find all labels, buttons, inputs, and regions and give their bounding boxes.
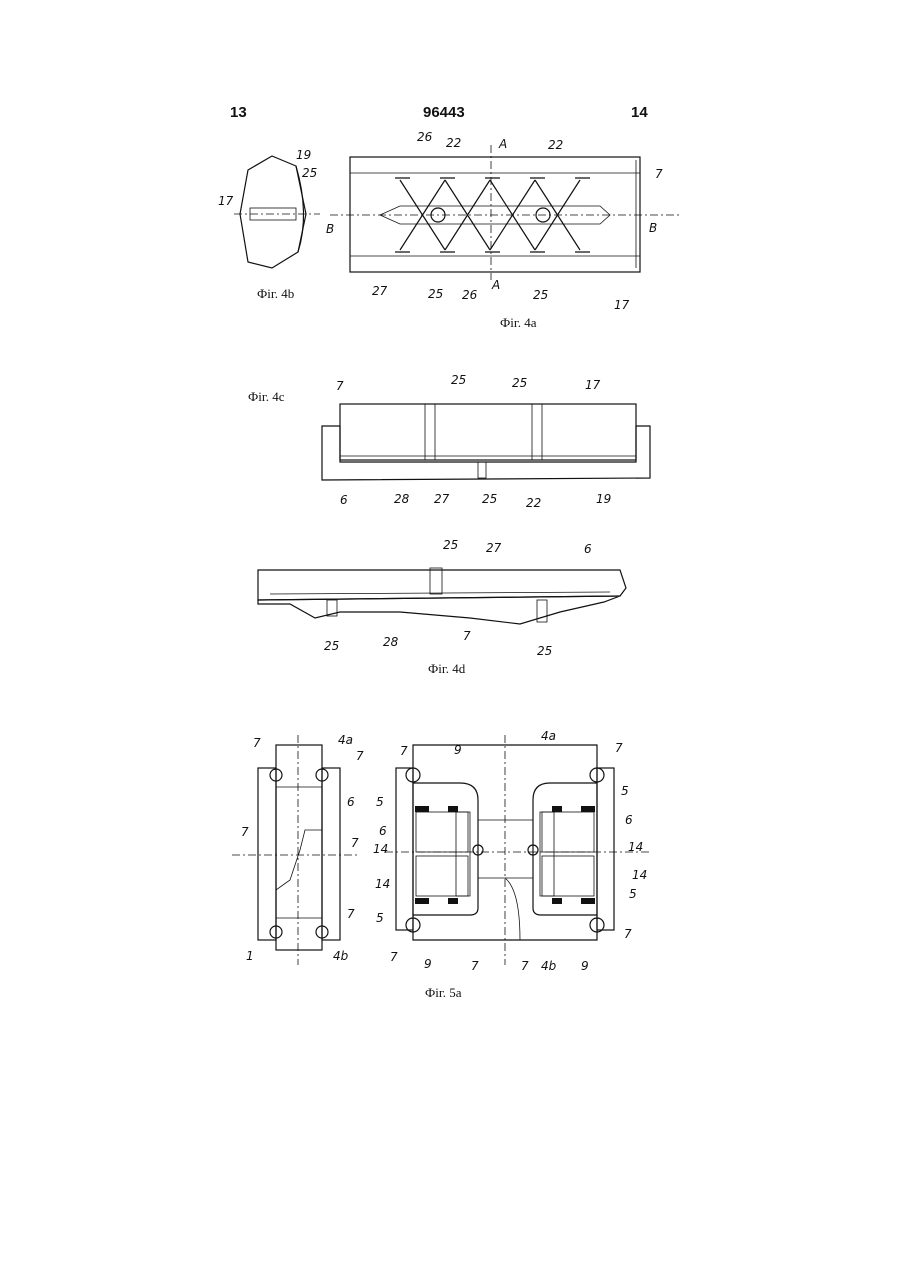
fig5a-left-label-7-ml: 7 <box>241 825 249 839</box>
fig5a-left-label-7-tl: 7 <box>253 736 261 750</box>
fig5a-right-label-5-tl: 5 <box>376 795 384 809</box>
figure-4a <box>330 145 680 280</box>
fig5a-right-label-14-ml: 14 <box>373 842 388 856</box>
fig5a-right-label-6-left: 6 <box>379 824 387 838</box>
caption-fig4a: Фіг. 4а <box>500 315 537 331</box>
fig5a-right-label-14-mr: 14 <box>628 840 643 854</box>
fig5a-left-label-6: 6 <box>347 795 355 809</box>
fig4d-label-27: 27 <box>486 541 502 555</box>
fig4c-label-17: 17 <box>585 378 601 392</box>
fig4a-label-22-left: 22 <box>446 136 461 150</box>
figure-5a-right <box>385 735 650 965</box>
fig4c-label-28: 28 <box>394 492 410 506</box>
fig5a-right-label-14-bl: 14 <box>375 877 390 891</box>
fig4a-label-22-right: 22 <box>548 138 563 152</box>
fig5a-right-label-7-br: 7 <box>624 927 632 941</box>
fig4c-label-19: 19 <box>596 492 611 506</box>
fig5a-right-label-7-tl: 7 <box>400 744 408 758</box>
fig4d-label-25-right: 25 <box>537 644 552 658</box>
fig5a-left-label-7-mr: 7 <box>351 836 359 850</box>
fig5a-left-label-7-tr: 7 <box>356 749 364 763</box>
fig4a-label-B-right: B <box>649 221 657 235</box>
fig5a-right-label-4b: 4b <box>541 959 557 973</box>
figure-4c <box>322 404 650 480</box>
fig4a-label-26-bottom: 26 <box>462 288 478 302</box>
fig4a-label-25-left: 25 <box>428 287 443 301</box>
fig4a-label-27: 27 <box>372 284 388 298</box>
fig5a-right-label-7-bc1: 7 <box>471 959 479 973</box>
fig5a-left-label-4b: 4b <box>333 949 349 963</box>
fig4d-label-25-left: 25 <box>324 639 339 653</box>
fig5a-right-label-14-br: 14 <box>632 868 647 882</box>
fig4c-label-22: 22 <box>526 496 541 510</box>
caption-fig4c: Фіг. 4с <box>248 389 285 405</box>
fig5a-left-label-7-br: 7 <box>347 907 355 921</box>
fig4c-label-27: 27 <box>434 492 450 506</box>
figure-4d <box>258 568 626 624</box>
fig4c-label-25-left: 25 <box>451 373 466 387</box>
fig4d-label-7: 7 <box>463 629 471 643</box>
fig4b-label-19: 19 <box>296 148 311 162</box>
fig5a-right-label-7-bl: 7 <box>390 950 398 964</box>
figure-5a-left <box>232 735 360 965</box>
fig4d-label-6: 6 <box>584 542 592 556</box>
fig4a-label-25-right: 25 <box>533 288 548 302</box>
fig4a-label-7: 7 <box>655 167 663 181</box>
fig5a-right-label-5-br: 5 <box>629 887 637 901</box>
caption-fig5a: Фіг. 5а <box>425 985 462 1001</box>
fig4d-label-28: 28 <box>383 635 399 649</box>
fig5a-right-label-9-top: 9 <box>454 743 462 757</box>
fig4c-label-7: 7 <box>336 379 344 393</box>
fig4c-label-25-bottom: 25 <box>482 492 497 506</box>
fig5a-right-label-9-br: 9 <box>581 959 589 973</box>
fig4a-label-26-top: 26 <box>417 130 433 144</box>
fig4c-label-25-right: 25 <box>512 376 527 390</box>
fig4a-label-B-left: B <box>326 222 334 236</box>
fig4b-label-17: 17 <box>218 194 234 208</box>
fig5a-left-label-1: 1 <box>246 949 254 963</box>
fig5a-right-label-4a: 4a <box>541 729 556 743</box>
fig4a-label-17: 17 <box>614 298 630 312</box>
fig5a-right-label-5-bl: 5 <box>376 911 384 925</box>
fig4a-label-A-top: A <box>498 137 507 151</box>
caption-fig4d: Фіг. 4d <box>428 661 465 677</box>
fig4d-label-25-top: 25 <box>443 538 458 552</box>
fig5a-right-label-9-bl: 9 <box>424 957 432 971</box>
caption-fig4b: Фіг. 4b <box>257 286 294 302</box>
fig4c-label-6: 6 <box>340 493 348 507</box>
fig5a-right-label-7-bc2: 7 <box>521 959 529 973</box>
fig5a-right-label-6-right: 6 <box>625 813 633 827</box>
fig5a-left-label-4a: 4a <box>338 733 353 747</box>
fig4b-label-25: 25 <box>302 166 317 180</box>
fig5a-right-label-5-tr: 5 <box>621 784 629 798</box>
fig4a-label-A-bottom: A <box>491 278 500 292</box>
fig5a-right-label-7-tr: 7 <box>615 741 623 755</box>
